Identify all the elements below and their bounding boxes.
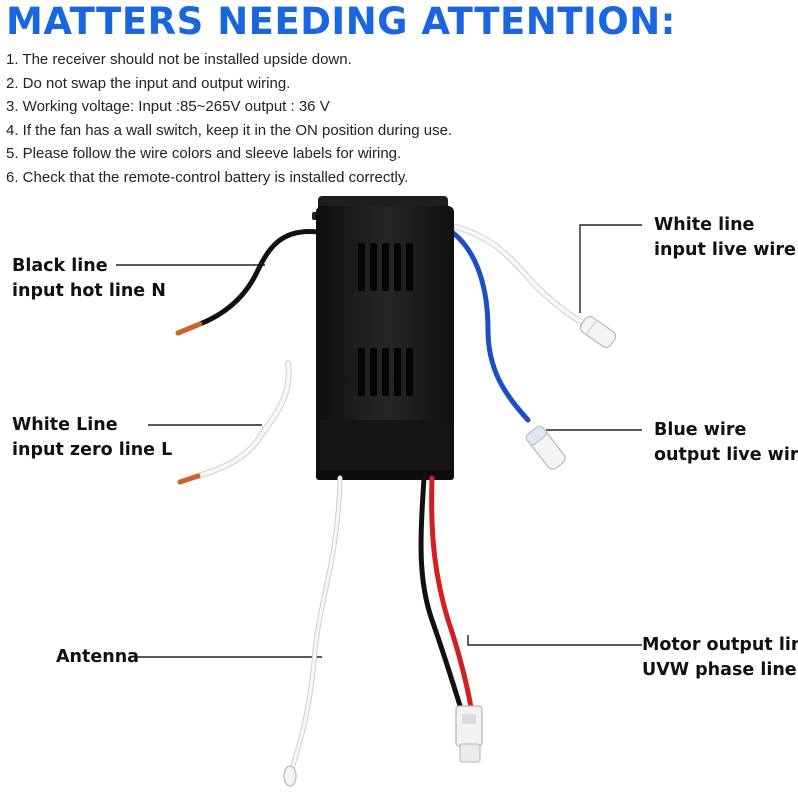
blue-wire [449,229,566,470]
label-line: UVW phase line [642,660,797,680]
label-black-line: Black line input hot line N [12,254,166,304]
motor-output-wires [418,475,475,715]
label-motor-output: Motor output line: UVW phase line [642,633,798,683]
label-line: Antenna [56,647,139,667]
note-item: 6. Check that the remote-control battery… [6,168,409,186]
vent-slots-top [358,243,413,291]
leader-lines [116,224,642,658]
label-line: White line [654,215,755,235]
note-item: 3. Working voltage: Input :85~265V outpu… [6,98,330,115]
label-line: input zero line L [12,440,173,460]
leader-white-live [579,224,642,313]
note-item: 5. Please follow the wire colors and sle… [6,145,402,162]
vent-slots-bottom [358,348,413,396]
page-title: MATTERS NEEDING ATTENTION: [6,0,676,43]
leader-motor-output [467,635,642,646]
black-wire [175,229,321,336]
label-line: output live wire L [654,445,798,465]
label-white-live-line: White line input live wire L [654,213,798,263]
label-white-zero-line: White Line input zero line L [12,413,172,463]
note-item: 1. The receiver should not be installed … [6,51,352,68]
label-line: input hot line N [12,281,166,301]
white-live-wire [449,223,617,348]
label-antenna: Antenna [56,645,139,670]
white-zero-wire [177,360,292,485]
label-line: Black line [12,256,108,276]
receiver-body [312,196,454,480]
motor-connector [455,705,483,763]
label-line: Motor output line: [642,635,798,655]
label-blue-wire: Blue wire output live wire L [654,418,798,468]
label-line: White Line [12,415,118,435]
note-item: 4. If the fan has a wall switch, keep it… [6,121,453,139]
antenna-wire [283,475,343,787]
note-item: 2. Do not swap the input and output wiri… [6,74,291,92]
notes-list: 1. The receiver should not be installed … [6,48,452,189]
label-line: input live wire L [654,240,798,260]
label-line: Blue wire [654,420,747,440]
